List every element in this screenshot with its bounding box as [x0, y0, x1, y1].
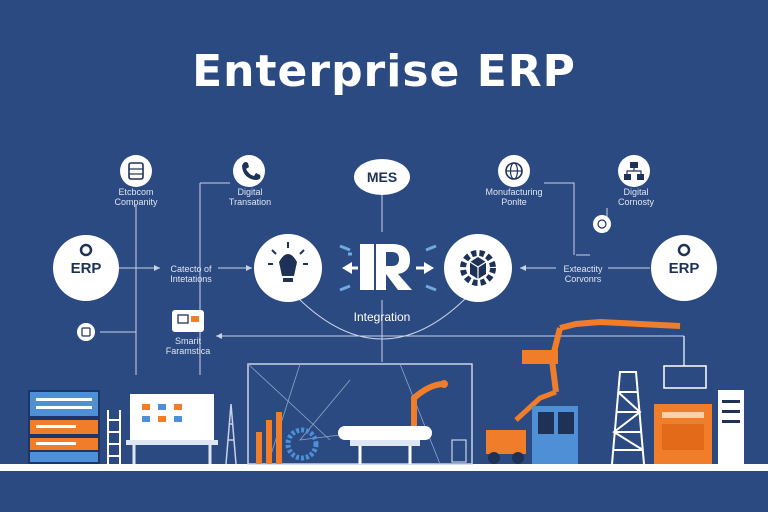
label-mid-left: Catecto of Intetations: [170, 264, 212, 284]
ir-logo: [339, 244, 437, 292]
server-rack: [28, 390, 100, 464]
label-top-right-1: Monufacturing Ponlte: [485, 187, 543, 207]
mes-node: [354, 159, 410, 195]
erp-left-label: ERP: [70, 260, 102, 277]
bulb-node: [254, 234, 322, 302]
cabinet: [532, 406, 578, 464]
robotic-crane: [486, 318, 681, 464]
lattice-tower: [611, 371, 645, 465]
erp-right-label: ERP: [668, 260, 700, 277]
phone-icon: [233, 155, 265, 187]
floor-line: [0, 464, 768, 471]
side-rack: [718, 390, 744, 464]
monitor-desk: [126, 394, 218, 464]
label-top-left-2: Digital Transation: [228, 187, 272, 207]
label-smart: Smarit Faramstica: [165, 336, 211, 356]
smart-device-icon: [172, 310, 204, 332]
line-right-top: [544, 182, 575, 255]
sensor-icon-left: [77, 323, 95, 341]
integration-label: Integration: [353, 310, 411, 324]
label-top-left-1: Etcbcom Companity: [114, 187, 158, 207]
factory-frame: [247, 363, 473, 465]
network-icon: [618, 155, 650, 187]
database-icon: [120, 155, 152, 187]
gear-node: [444, 234, 512, 302]
ladder: [107, 410, 121, 464]
label-mid-right: Exteactity Corvonrs: [563, 264, 603, 284]
arrow-heads: [154, 265, 526, 339]
erp-left-node: [53, 235, 119, 301]
mes-label: MES: [366, 169, 398, 185]
connector-lines: [100, 182, 684, 375]
page-title: Enterprise ERP: [192, 46, 576, 97]
label-top-right-2: Digital Cornosty: [617, 187, 654, 207]
control-unit: [654, 336, 712, 464]
globe-icon: [498, 155, 530, 187]
erp-right-node: [651, 235, 717, 301]
sensor-icon-right: [593, 215, 611, 233]
antenna-tower: [225, 403, 237, 465]
